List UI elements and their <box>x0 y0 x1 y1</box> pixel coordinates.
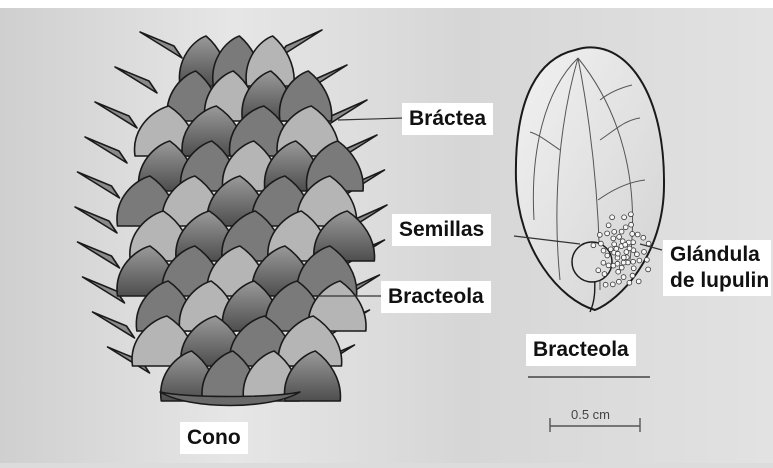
lupulin-gland <box>601 260 606 265</box>
lupulin-gland <box>606 263 611 268</box>
lupulin-gland <box>621 260 626 265</box>
lupulin-gland <box>617 279 622 284</box>
lupulin-gland <box>601 248 606 253</box>
lupulin-gland <box>615 261 620 266</box>
lupulin-gland <box>614 246 619 251</box>
lupulin-gland <box>621 275 626 280</box>
lupulin-gland <box>646 267 651 272</box>
label-semillas: Semillas <box>392 214 491 246</box>
lupulin-gland <box>597 233 602 238</box>
label-glandula-line1: Glándula <box>670 242 769 268</box>
lupulin-gland <box>635 232 640 237</box>
lupulin-gland <box>606 223 611 228</box>
lupulin-gland <box>630 273 635 278</box>
lupulin-gland <box>610 282 615 287</box>
lupulin-gland <box>622 215 627 220</box>
lupulin-gland <box>642 250 647 255</box>
lupulin-gland <box>616 269 621 274</box>
lupulin-gland <box>631 266 636 271</box>
lupulin-gland <box>619 265 624 270</box>
lupulin-gland <box>619 229 624 234</box>
lupulin-gland <box>605 253 610 258</box>
lupulin-gland <box>603 282 608 287</box>
lupulin-gland <box>635 252 640 257</box>
lupulin-gland <box>645 257 650 262</box>
label-glandula-line2: de lupulin <box>670 268 769 294</box>
lupulin-gland <box>599 241 604 246</box>
lupulin-gland <box>623 225 628 230</box>
lupulin-gland <box>627 246 632 251</box>
label-glandula: Glándula de lupulin <box>663 240 771 296</box>
lupulin-gland <box>605 231 610 236</box>
lupulin-gland <box>629 212 634 217</box>
lupulin-gland <box>602 272 607 277</box>
lupulin-gland <box>637 258 642 263</box>
top-border <box>0 0 773 8</box>
lupulin-gland <box>636 279 641 284</box>
lupulin-gland <box>627 280 632 285</box>
lupulin-gland <box>612 229 617 234</box>
scale-bar-text: 0.5 cm <box>571 407 610 422</box>
lupulin-gland <box>623 242 628 247</box>
lupulin-gland <box>617 235 622 240</box>
lupulin-gland <box>596 268 601 273</box>
lupulin-gland <box>611 236 616 241</box>
label-cono: Cono <box>180 422 248 454</box>
label-bracteola-cone: Bracteola <box>381 281 491 313</box>
lupulin-gland <box>591 243 596 248</box>
lupulin-gland <box>610 215 615 220</box>
lupulin-gland <box>630 232 635 237</box>
lupulin-gland <box>629 222 634 227</box>
label-bractea: Bráctea <box>402 103 493 135</box>
lupulin-gland <box>641 235 646 240</box>
label-bracteola-detail: Bracteola <box>526 334 636 366</box>
lupulin-gland <box>631 259 636 264</box>
lupulin-gland <box>615 251 620 256</box>
lupulin-gland <box>621 255 626 260</box>
